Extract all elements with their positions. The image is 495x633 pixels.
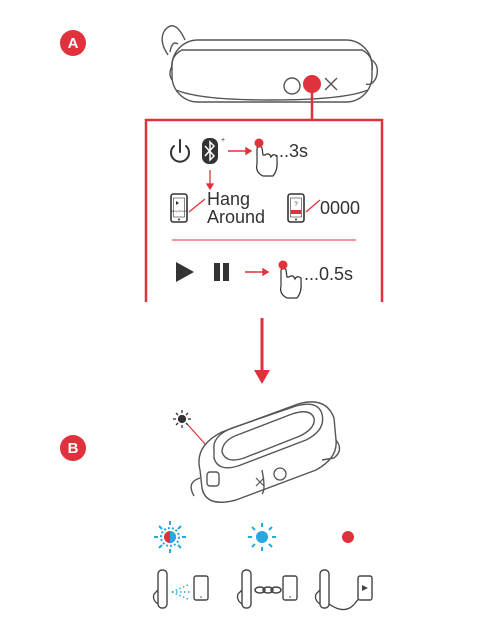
led-solid-red-icon <box>342 531 354 543</box>
hand-press-icon-2 <box>278 260 302 299</box>
device-name-line1: Hang <box>207 189 251 209</box>
phone-question-mark: ? <box>294 202 298 208</box>
led-solid-blue-icon <box>248 523 276 551</box>
power-icon <box>170 139 190 163</box>
phone-connector-line <box>188 198 206 213</box>
step-b-badge: B <box>60 435 86 461</box>
phone-screen-text: Hang Around <box>170 209 188 213</box>
arrow-down-icon <box>254 318 270 384</box>
callout-frame <box>144 84 384 302</box>
arrow-right-icon <box>228 146 253 156</box>
arrow-right-icon-2 <box>245 267 270 277</box>
phone-icon: Hang Around <box>170 193 188 223</box>
play-icon <box>176 262 194 282</box>
device-name-line2: Around <box>207 207 266 227</box>
bluetooth-icon <box>202 138 218 164</box>
hand-press-icon <box>254 138 278 177</box>
speaker-angled-view <box>190 401 341 503</box>
speaker-b-x-button <box>255 477 265 487</box>
speaker-b-power-button <box>273 467 287 481</box>
speaker-x-button <box>324 77 338 91</box>
play-hold-time-label: ...0.5s <box>304 264 354 284</box>
pause-icon <box>214 263 229 281</box>
pin-connector-line <box>305 199 321 213</box>
charging-cable-diagram <box>314 569 373 611</box>
pin-code-label: 0000 <box>320 198 361 218</box>
led-icon <box>173 410 191 428</box>
arrow-down-small-icon <box>205 170 215 191</box>
speaker-power-button <box>283 77 301 95</box>
phone-pin-icon: ? <box>287 193 305 223</box>
led-blinking-icon <box>154 521 186 553</box>
hold-time-label: ...3s <box>274 141 309 161</box>
pairing-wireless-diagram <box>152 569 209 609</box>
speaker-top-view <box>161 25 379 103</box>
connected-chain-diagram <box>236 569 298 609</box>
svg-text:+: + <box>221 137 225 144</box>
step-a-badge: A <box>60 30 86 56</box>
